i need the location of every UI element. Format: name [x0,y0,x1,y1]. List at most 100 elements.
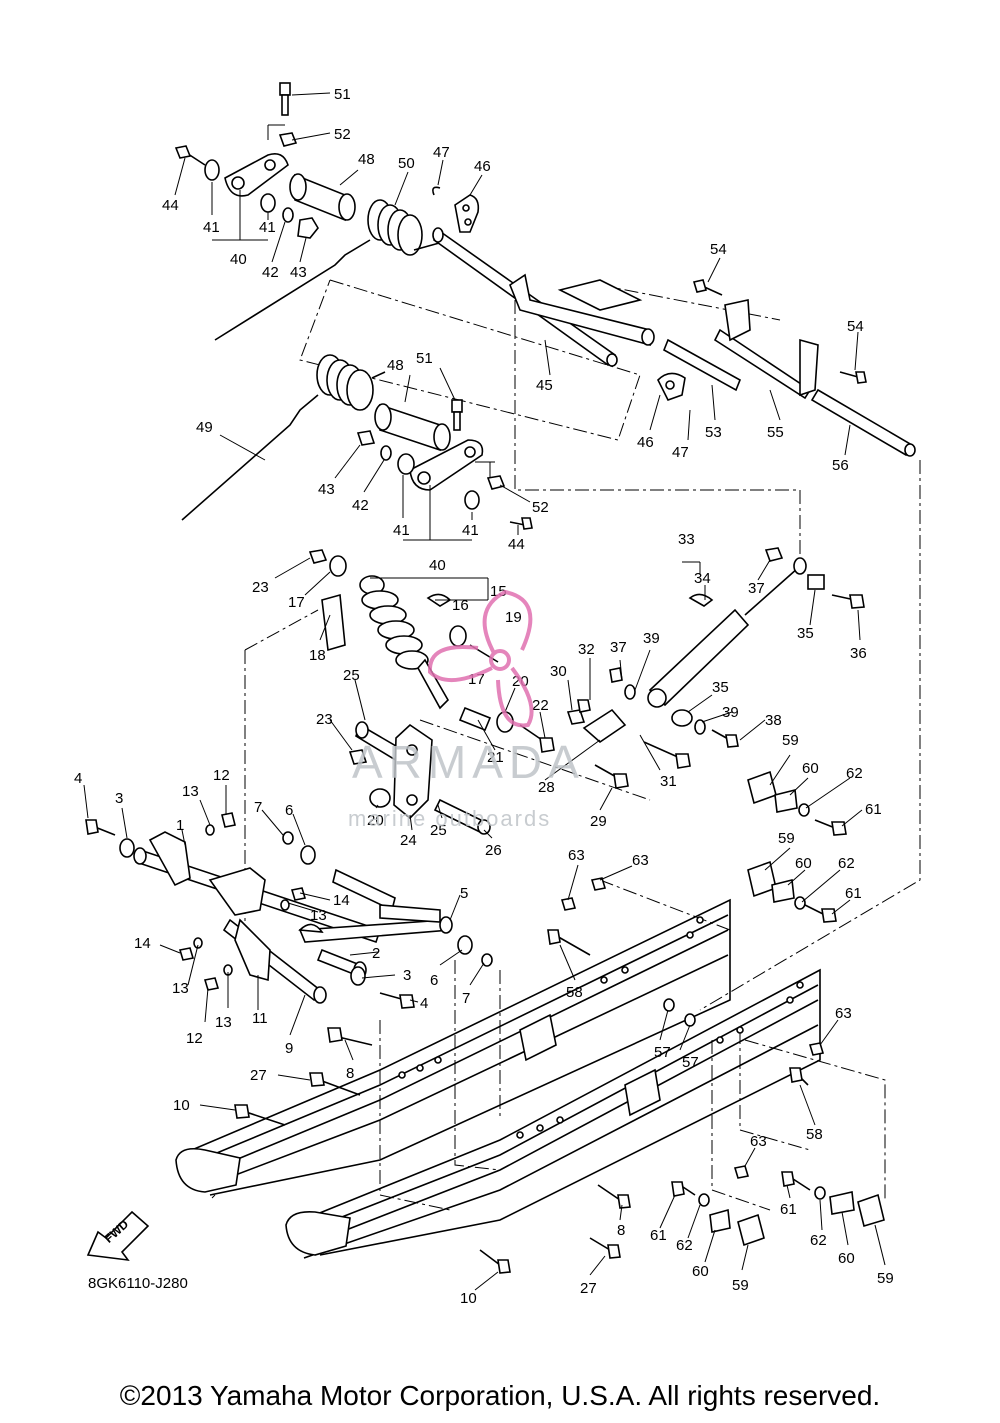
label-18: 18 [309,647,326,664]
watermark-logo: ARMADA marine outboards [348,589,585,831]
label-44: 44 [162,197,179,214]
label-60d: 60 [838,1250,855,1267]
label-30: 30 [550,663,567,680]
label-8: 8 [346,1065,354,1082]
label-63d: 63 [750,1133,767,1150]
label-60c: 60 [692,1263,709,1280]
label-44b: 44 [508,536,525,553]
label-60: 60 [802,760,819,777]
drawing-code: 8GK6110-J280 [88,1275,188,1292]
label-58b: 58 [806,1126,823,1143]
part-labels: 1 2 3 3 4 4 5 6 6 7 7 8 8 9 10 10 11 12 … [74,86,894,1307]
label-35: 35 [797,625,814,642]
fwd-arrow-icon: FWD [86,1210,150,1262]
label-14b: 14 [134,935,151,952]
label-52: 52 [334,126,351,143]
label-26: 26 [485,842,502,859]
label-5: 5 [460,885,468,902]
label-62d: 62 [810,1232,827,1249]
label-3b: 3 [403,967,411,984]
label-14: 14 [333,892,350,909]
label-22: 22 [532,697,549,714]
label-47b: 47 [672,444,689,461]
label-42b: 42 [352,497,369,514]
label-48: 48 [358,151,375,168]
label-46: 46 [474,158,491,175]
label-33: 33 [678,531,695,548]
label-45: 45 [536,377,553,394]
label-13d: 13 [215,1014,232,1031]
watermark-subtitle: marine outboards [348,806,551,831]
label-49: 49 [196,419,213,436]
rocker-linkage [348,699,691,835]
label-10b: 10 [460,1290,477,1307]
label-20b: 20 [367,812,384,829]
label-2: 2 [372,945,380,962]
label-6b: 6 [430,972,438,989]
label-57: 57 [654,1044,671,1061]
label-27b: 27 [580,1280,597,1297]
front-arm-assembly [85,812,493,1126]
label-24: 24 [400,832,417,849]
label-60b: 60 [795,855,812,872]
label-35b: 35 [712,679,729,696]
label-29: 29 [590,813,607,830]
slide-rail-right [285,968,821,1259]
label-17: 17 [288,594,305,611]
label-31: 31 [660,773,677,790]
label-43b: 43 [318,481,335,498]
spring-50 [214,199,451,341]
label-37b: 37 [610,639,627,656]
label-13: 13 [182,783,199,800]
label-7: 7 [254,799,262,816]
label-32: 32 [578,641,595,658]
label-62b: 62 [838,855,855,872]
label-55: 55 [767,424,784,441]
label-61d: 61 [780,1201,797,1218]
label-7b: 7 [462,990,470,1007]
label-54: 54 [710,241,727,258]
label-27: 27 [250,1067,267,1084]
label-8b: 8 [617,1222,625,1239]
label-39b: 39 [722,704,739,721]
label-11: 11 [252,1010,268,1027]
label-13c: 13 [172,980,189,997]
label-59c: 59 [732,1277,749,1294]
label-56: 56 [832,457,849,474]
label-12: 12 [213,767,230,784]
label-13b: 13 [310,907,327,924]
label-1: 1 [176,817,184,834]
label-51b: 51 [416,350,433,367]
label-10: 10 [173,1097,190,1114]
label-46b: 46 [637,434,654,451]
label-62c: 62 [676,1237,693,1254]
label-41: 41 [203,219,220,236]
label-51: 51 [334,86,351,103]
label-58: 58 [566,984,583,1001]
label-15: 15 [490,583,507,600]
label-61c: 61 [650,1227,667,1244]
label-19: 19 [505,609,522,626]
label-9: 9 [285,1040,293,1057]
upper-shaft-frame [432,227,916,457]
label-23: 23 [252,579,269,596]
label-63b: 63 [632,852,649,869]
label-50: 50 [398,155,415,172]
shock-absorber-rear [609,547,865,748]
label-59b: 59 [778,830,795,847]
label-16: 16 [452,597,469,614]
label-41b: 41 [259,219,276,236]
label-23b: 23 [316,711,333,728]
upper-spring-assembly [174,82,480,341]
label-63c: 63 [835,1005,852,1022]
leader-lines [83,92,886,1291]
propeller-icon [427,589,534,728]
label-21: 21 [487,749,504,766]
label-61b: 61 [845,885,862,902]
label-25b: 25 [430,822,447,839]
watermark-brand: ARMADA [352,736,585,788]
label-3: 3 [115,790,123,807]
label-36: 36 [850,645,867,662]
label-48b: 48 [387,357,404,374]
